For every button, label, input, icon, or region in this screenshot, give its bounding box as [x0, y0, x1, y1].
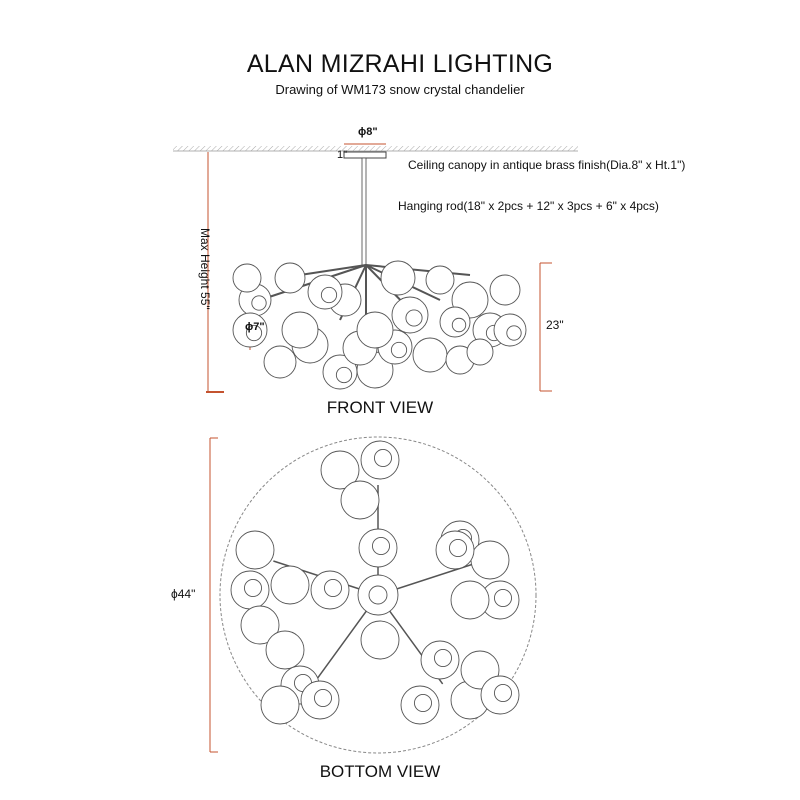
globe: [235, 530, 275, 570]
globe: [281, 311, 319, 349]
globe: [270, 565, 310, 605]
globe: [274, 262, 306, 294]
globe: [356, 311, 394, 349]
globe: [412, 337, 448, 373]
front-view-label: FRONT VIEW: [326, 398, 434, 417]
page-subtitle: Drawing of WM173 snow crystal chandelier: [275, 82, 525, 97]
bottom-view-label: BOTTOM VIEW: [319, 762, 441, 781]
globe: [263, 345, 297, 379]
page-title: ALAN MIZRAHI LIGHTING: [246, 50, 554, 78]
ceiling-hatch: [173, 146, 578, 151]
canopy-annotation: Ceiling canopy in antique brass finish(D…: [408, 158, 686, 172]
globe-diameter-label: ϕ7": [245, 321, 265, 333]
max-height-label: Max Height 55": [198, 228, 212, 310]
globe: [425, 265, 455, 295]
globe: [380, 260, 416, 296]
globe: [466, 338, 494, 366]
globe: [260, 685, 300, 725]
overall-diameter-label: ϕ44": [171, 587, 196, 601]
front-view-globes: [232, 260, 527, 390]
bottom-view-globes: [230, 440, 520, 725]
globe: [360, 620, 400, 660]
globe: [265, 630, 305, 670]
globe: [320, 450, 360, 490]
hanging-rod: [361, 157, 367, 267]
globe: [450, 580, 490, 620]
canopy-height-label: 1": [337, 149, 348, 161]
ceiling-canopy: [343, 151, 387, 159]
fixture-height-label: 23": [546, 318, 564, 332]
globe: [340, 480, 380, 520]
globe: [240, 605, 280, 645]
canopy-diameter-label: ϕ8": [358, 126, 378, 138]
globe: [470, 540, 510, 580]
bottom-outline: [219, 436, 537, 754]
globe: [232, 263, 262, 293]
globe: [489, 274, 521, 306]
rod-annotation: Hanging rod(18" x 2pcs + 12" x 3pcs + 6"…: [398, 199, 659, 213]
